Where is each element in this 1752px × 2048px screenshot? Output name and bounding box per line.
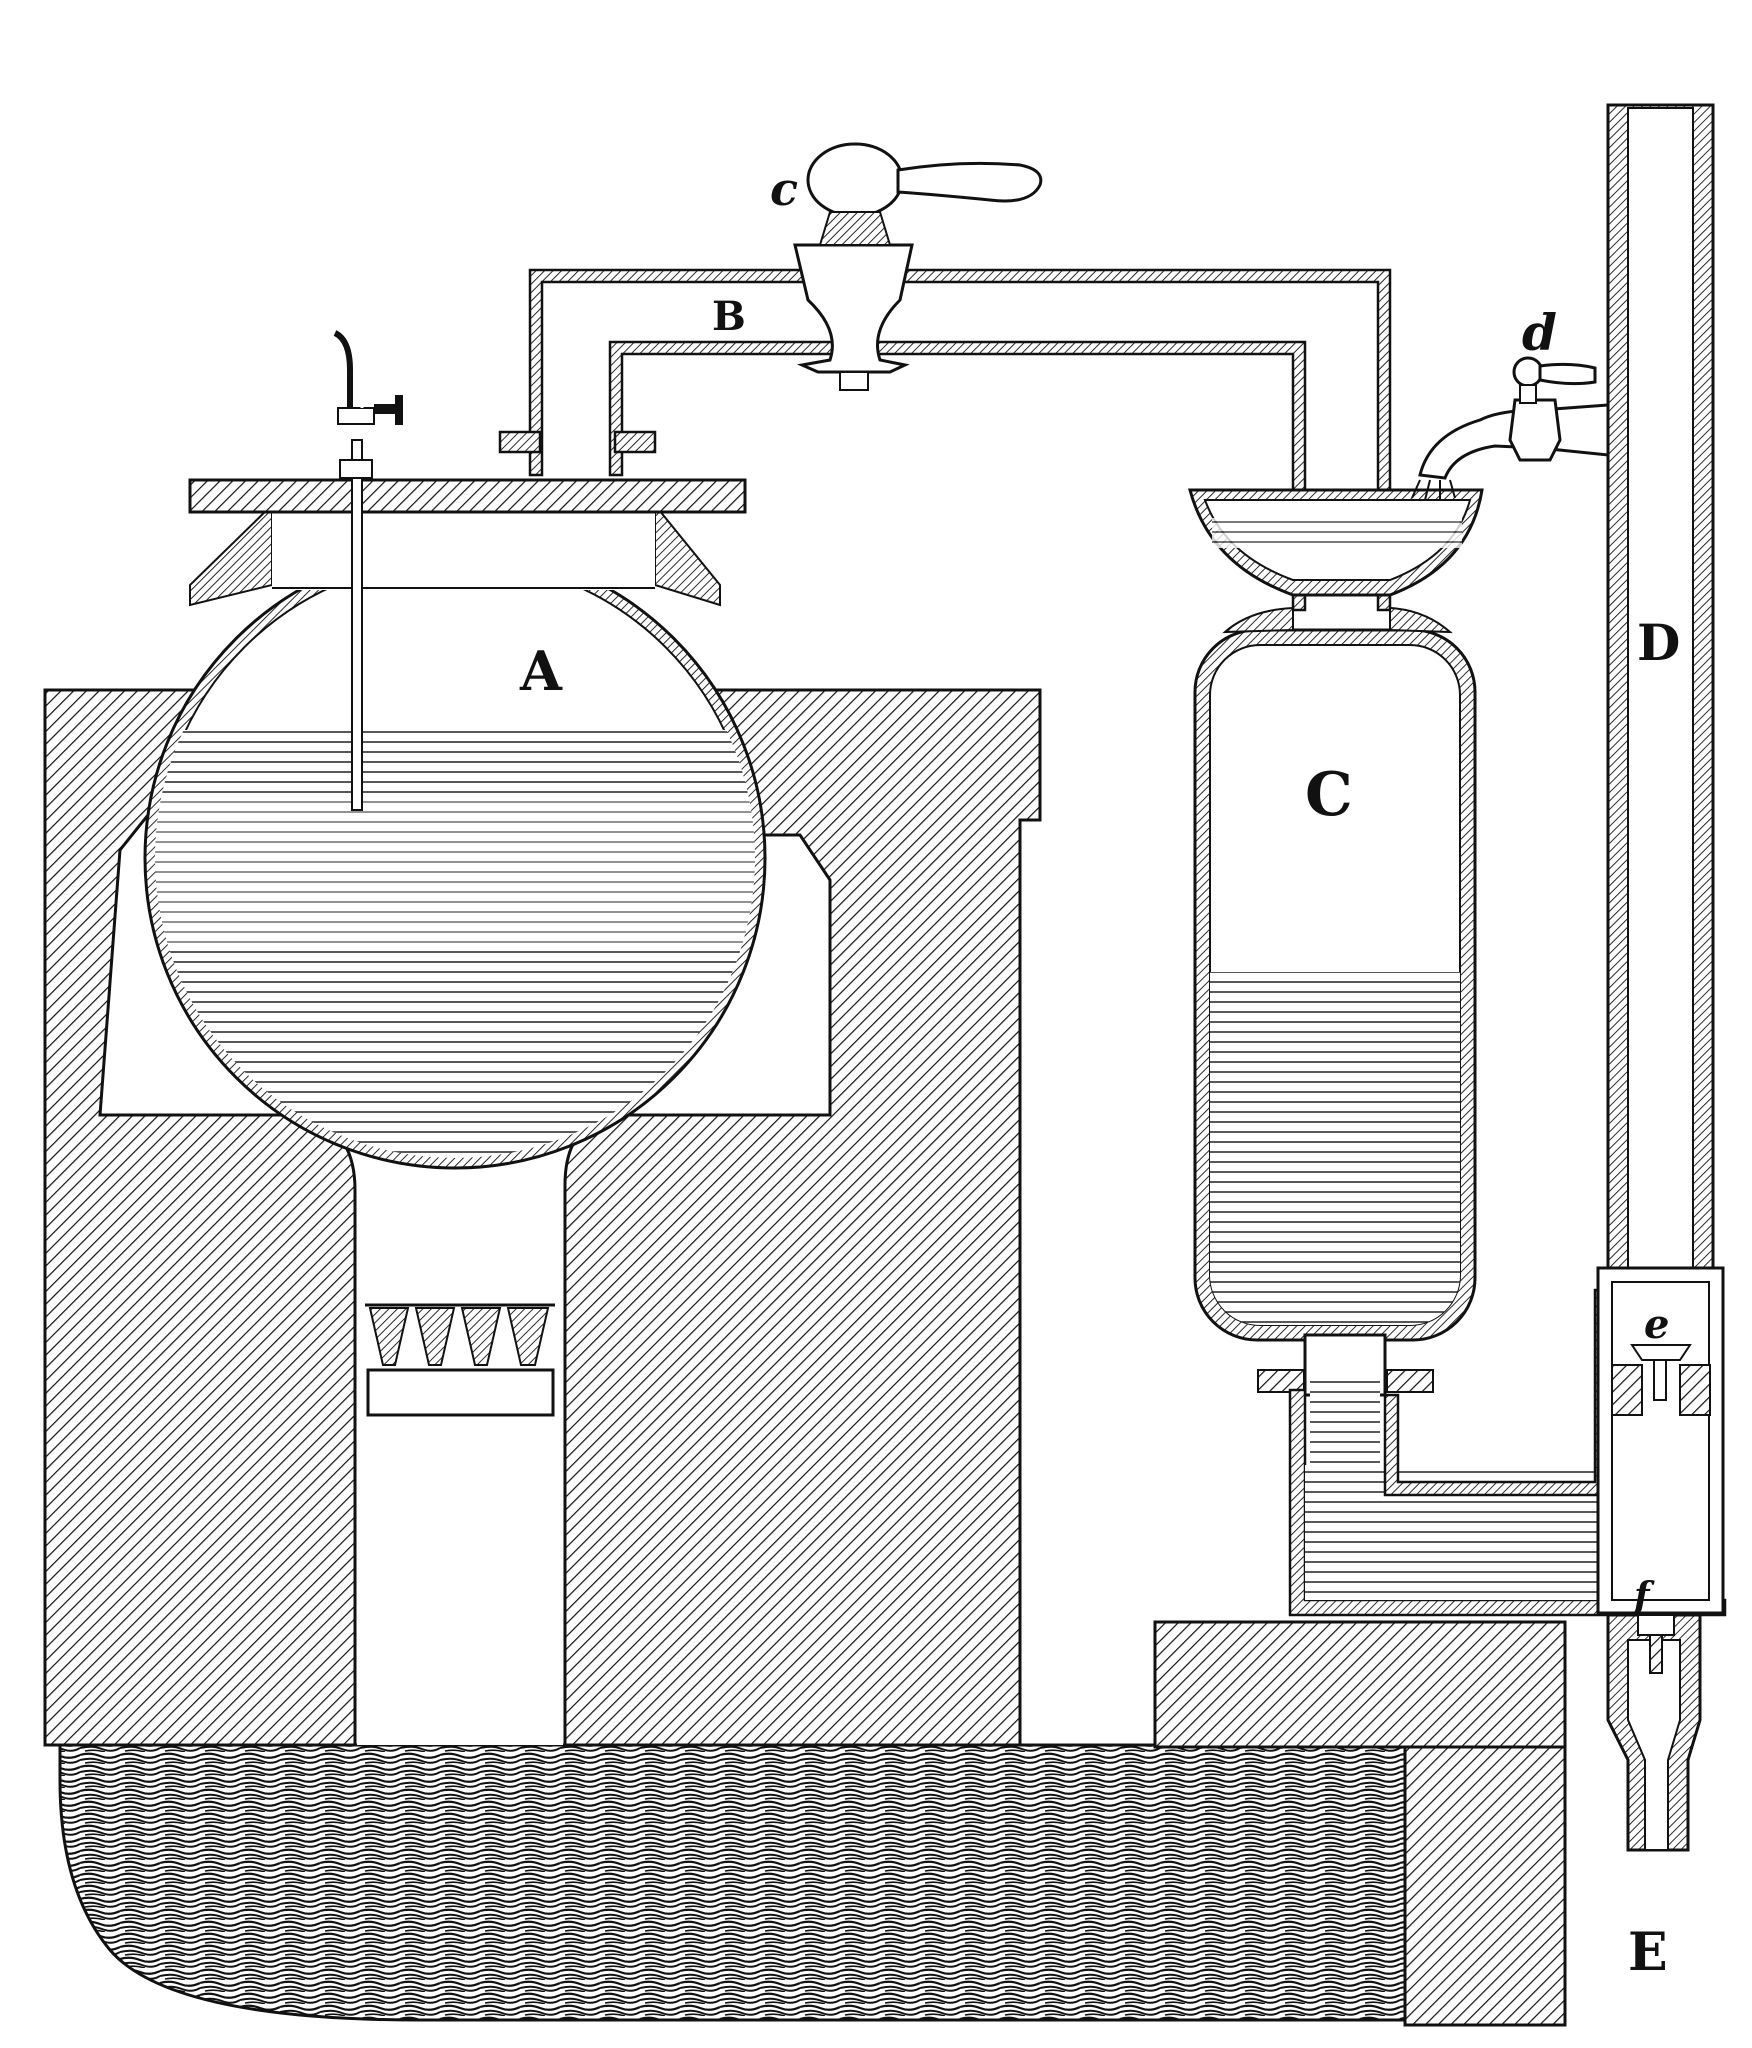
stopcock-c: [793, 142, 1043, 391]
pipe-B: [498, 268, 1392, 612]
condenser-C: [1188, 488, 1484, 1480]
ground-step: [1403, 1743, 1567, 2027]
condenser-base: [1153, 1620, 1567, 1749]
grate: [366, 1368, 555, 1417]
label-d: d: [1522, 303, 1557, 362]
firebox-opening: [357, 1115, 563, 1745]
boiler-A: [143, 326, 767, 1170]
label-A: A: [519, 639, 563, 703]
label-C: C: [1305, 760, 1353, 830]
label-D: D: [1637, 613, 1680, 672]
label-c: c: [770, 162, 798, 216]
label-e: e: [1644, 1301, 1669, 1348]
ground-foundation: [58, 1743, 1567, 2022]
column-D: [1596, 103, 1725, 1852]
faucet-d: [1411, 356, 1610, 501]
grate-bars: [368, 1307, 550, 1366]
label-E: E: [1628, 1922, 1668, 1983]
label-B: B: [712, 293, 746, 340]
